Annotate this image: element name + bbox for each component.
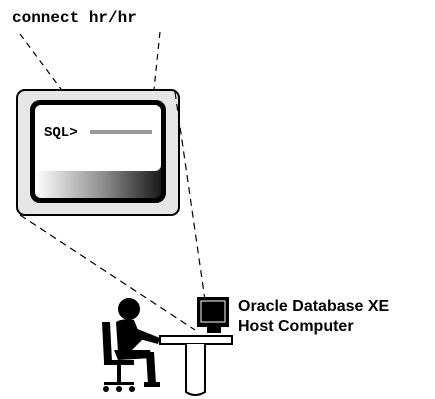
computer-monitor-icon [159, 297, 233, 396]
sql-prompt: SQL> [44, 125, 78, 141]
monitor-terminal-area [35, 105, 161, 171]
person-at-desk-icon [102, 298, 160, 392]
connect-command-text: connect hr/hr [12, 9, 137, 27]
zoomed-monitor: SQL> [16, 89, 180, 216]
cursor-input-bar [90, 130, 152, 134]
zoom-projection-lines [19, 91, 206, 331]
host-label-line1: Oracle Database XE [238, 298, 390, 315]
host-label-line2: Host Computer [238, 318, 354, 335]
